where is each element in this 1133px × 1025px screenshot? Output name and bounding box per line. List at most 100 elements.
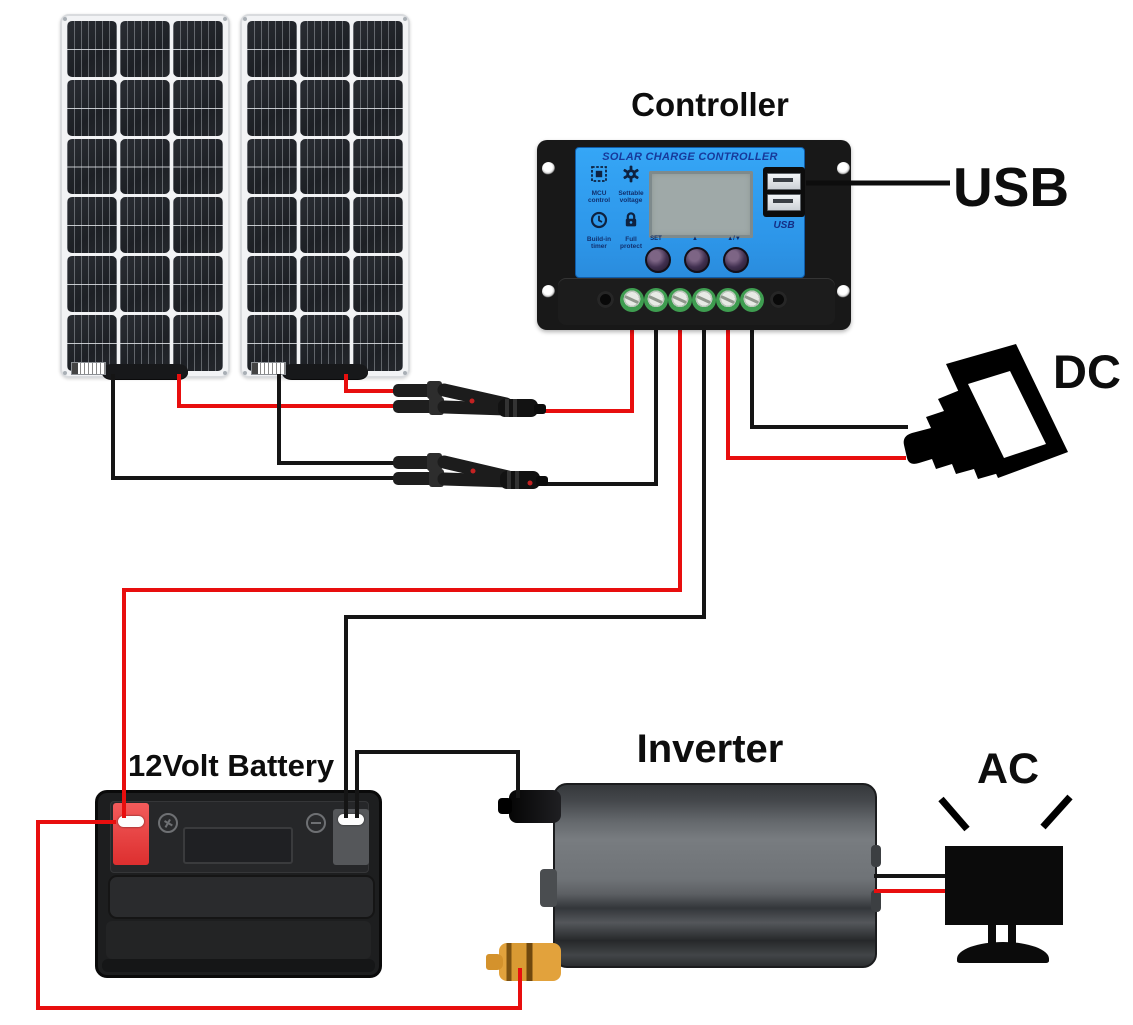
up-down-button[interactable]	[723, 247, 749, 273]
inverter-positive-terminal	[486, 943, 561, 981]
solar-cell	[173, 21, 223, 77]
strip-hole	[597, 291, 614, 308]
mcu-icon	[589, 166, 609, 188]
feature-label: Build-in timer	[586, 236, 612, 250]
panel-cells	[67, 21, 223, 371]
feature-full-protect: Full protect	[616, 210, 646, 250]
wire-battery-positive-to-inverter	[36, 820, 522, 1010]
wire-panel2-negative	[277, 374, 395, 465]
wire-array-positive-to-controller	[533, 320, 634, 413]
solar-cell	[173, 256, 223, 313]
solar-cell	[67, 79, 117, 136]
solar-cell	[353, 21, 403, 77]
solar-cell	[300, 315, 350, 371]
terminal-1-solar-positive[interactable]	[620, 288, 644, 312]
terminal-tab	[338, 814, 364, 825]
wire-battery-negative-to-inverter	[355, 750, 520, 818]
button-label: SET	[650, 236, 662, 242]
solar-cell	[300, 256, 350, 313]
solar-cell	[247, 197, 297, 254]
solar-cell	[353, 315, 403, 371]
terminal-3-battery-positive[interactable]	[668, 288, 692, 312]
feature-label: MCU control	[587, 190, 611, 204]
solar-cell	[353, 197, 403, 254]
feature-settable-voltage: Settable voltage	[616, 164, 646, 204]
usb-port[interactable]	[767, 173, 801, 190]
monitor-leg	[1008, 925, 1016, 945]
solar-cell	[120, 79, 170, 136]
solar-cell	[173, 138, 223, 195]
junction-box	[102, 364, 188, 379]
solar-cell	[67, 197, 117, 254]
solar-cell	[300, 197, 350, 254]
solar-cell	[120, 138, 170, 195]
mounting-hole	[837, 285, 850, 298]
dc-plug-icon	[903, 344, 1068, 479]
solar-cell	[247, 138, 297, 195]
black-wires	[111, 320, 945, 878]
wire-controller-to-battery-negative	[344, 320, 706, 818]
feature-label: Settable voltage	[618, 190, 644, 204]
terminal-2-solar-negative[interactable]	[644, 288, 668, 312]
panel-label-sticker	[71, 362, 106, 375]
inverter-side-bump	[871, 845, 881, 867]
ac-device-screen	[945, 846, 1063, 925]
wire-panel2-positive	[344, 374, 395, 393]
feature-built-in-timer: Build-in timer	[584, 210, 614, 250]
solar-cell	[247, 79, 297, 136]
solar-cell	[120, 315, 170, 371]
battery-screw	[158, 813, 178, 833]
solar-cell	[120, 256, 170, 313]
solar-cell	[247, 315, 297, 371]
dc-label: DC	[1053, 345, 1121, 398]
terminal-6-load-negative[interactable]	[740, 288, 764, 312]
terminal-4-battery-negative[interactable]	[692, 288, 716, 312]
solar-cell	[67, 315, 117, 371]
terminal-strip	[558, 278, 835, 325]
ac-label: AC	[976, 745, 1040, 793]
solar-panel-1	[60, 14, 230, 379]
battery-negative-terminal	[333, 809, 369, 865]
panel-label-sticker	[251, 362, 286, 375]
solar-cell	[67, 138, 117, 195]
solar-cell	[173, 79, 223, 136]
solar-cell	[300, 21, 350, 77]
battery-label: 12Volt Battery	[128, 748, 335, 783]
battery-name-plate	[183, 827, 293, 864]
solar-cell	[300, 138, 350, 195]
solar-cell	[247, 21, 297, 77]
inverter	[486, 783, 881, 981]
panel-cells	[247, 21, 403, 371]
usb-ports[interactable]	[763, 167, 805, 217]
usb-port[interactable]	[767, 194, 801, 211]
set-button[interactable]	[645, 247, 671, 273]
inverter-side-bump	[871, 890, 881, 912]
wire-array-negative-to-controller	[535, 320, 658, 486]
terminal-tab	[118, 816, 144, 827]
solar-cell	[173, 315, 223, 371]
red-wires	[36, 320, 945, 1010]
controller-face: SOLAR CHARGE CONTROLLER MCU control Sett…	[575, 147, 805, 278]
controller-label: Controller	[631, 86, 789, 123]
button-label: ▲	[692, 236, 698, 242]
solar-cell	[353, 256, 403, 313]
battery-base	[102, 959, 375, 972]
mc4-y-branch-black	[393, 453, 548, 489]
terminal-5-load-positive[interactable]	[716, 288, 740, 312]
wire-controller-to-battery-positive	[122, 320, 682, 818]
button-label: ▲/▼	[727, 236, 741, 242]
solar-cell	[120, 197, 170, 254]
battery	[95, 790, 382, 978]
usb-label: USB	[953, 156, 1070, 218]
battery-positive-terminal	[113, 803, 149, 865]
mc4-y-branch-red	[393, 381, 546, 417]
battery-lower-case	[106, 921, 371, 959]
inverter-side-tab	[540, 869, 557, 907]
up-button[interactable]	[684, 247, 710, 273]
charge-controller: SOLAR CHARGE CONTROLLER MCU control Sett…	[537, 140, 851, 330]
solar-panel-2	[240, 14, 410, 379]
solar-cell	[173, 197, 223, 254]
